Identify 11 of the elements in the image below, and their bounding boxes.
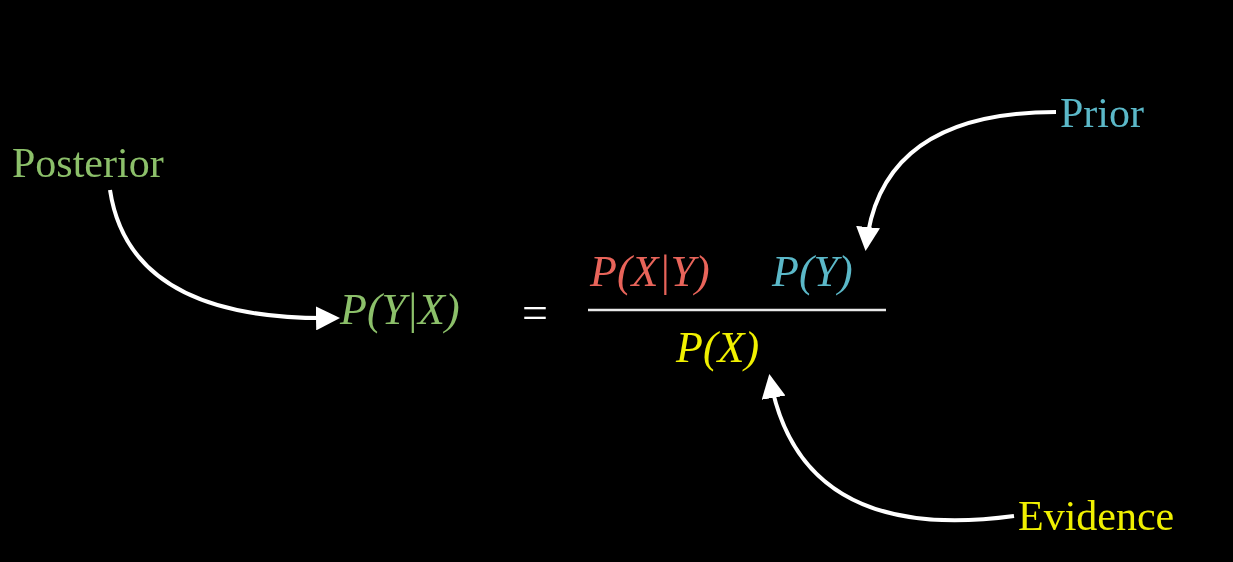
equals-sign: =: [522, 290, 548, 336]
curved-arrow: [857, 110, 1057, 251]
curved-arrow: [762, 374, 1015, 523]
prior-label: Prior: [1060, 92, 1144, 134]
posterior-label: Posterior: [12, 142, 164, 184]
formula-term: P(Y): [772, 250, 853, 294]
formula-term: P(X|Y): [590, 250, 710, 294]
evidence-label: Evidence: [1018, 495, 1175, 537]
formula-term: P(Y|X): [340, 288, 460, 332]
formula-term: P(X): [676, 326, 760, 370]
curved-arrow: [108, 189, 340, 330]
